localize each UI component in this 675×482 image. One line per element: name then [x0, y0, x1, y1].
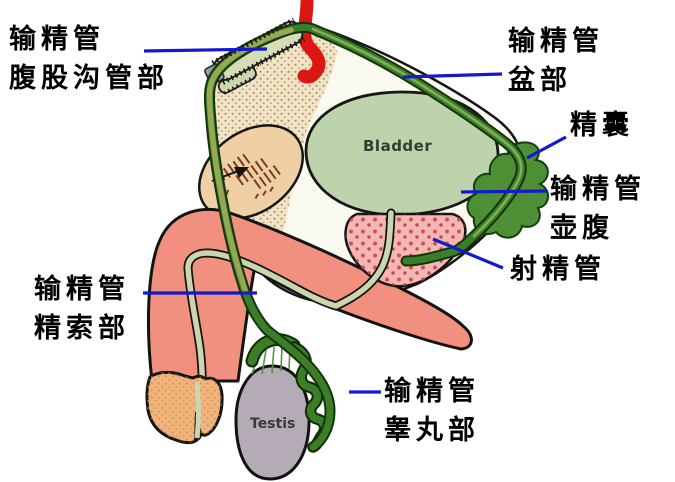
bladder-label: Bladder: [363, 137, 432, 155]
label-line: 精索部: [34, 313, 130, 344]
leader-inguinal: [143, 47, 268, 53]
testis-shape: [234, 364, 311, 481]
glans-shape: [145, 370, 224, 445]
label-line: 壶腹: [550, 213, 614, 244]
label-vas-inguinal: 输精管 腹股沟管部: [9, 20, 169, 98]
leader-seminal-vesicle: [526, 135, 567, 160]
leader-ejaculatory: [432, 237, 504, 270]
label-line: 睾丸部: [384, 415, 480, 446]
label-line: 射精管: [510, 254, 606, 285]
label-line: 输精管: [384, 376, 480, 407]
label-line: 输精管: [34, 274, 130, 305]
label-vas-testicular: 输精管 睾丸部: [384, 372, 480, 450]
leader-lines: [143, 47, 567, 394]
vas-deferens-pelvic-core: [311, 27, 523, 238]
leader-pelvic: [402, 72, 503, 79]
label-line: 输精管: [550, 174, 646, 205]
urethra-glans-segment: [194, 381, 201, 439]
testis-label: Testis: [250, 416, 295, 432]
leader-ampulla: [460, 189, 548, 194]
label-vas-pelvic: 输精管 盆部: [508, 22, 604, 100]
label-line: 输精管: [508, 26, 604, 57]
label-vas-spermatic-cord: 输精管 精索部: [34, 270, 130, 348]
inguinal-canal-serration: [211, 17, 306, 95]
vas-deferens-path: [203, 21, 527, 453]
label-vas-ampulla: 输精管 壶腹: [550, 170, 646, 248]
prostate-shape: [344, 212, 467, 288]
label-line: 腹股沟管部: [9, 63, 169, 94]
vas-deferens-cord-segment: [206, 27, 294, 293]
label-line: 精囊: [570, 110, 634, 141]
label-ejaculatory-duct: 射精管: [510, 250, 606, 289]
bladder-shape: [304, 90, 500, 217]
label-line: 输精管: [9, 24, 105, 55]
label-seminal-vesicle: 精囊: [570, 106, 634, 145]
label-line: 盆部: [508, 65, 572, 96]
